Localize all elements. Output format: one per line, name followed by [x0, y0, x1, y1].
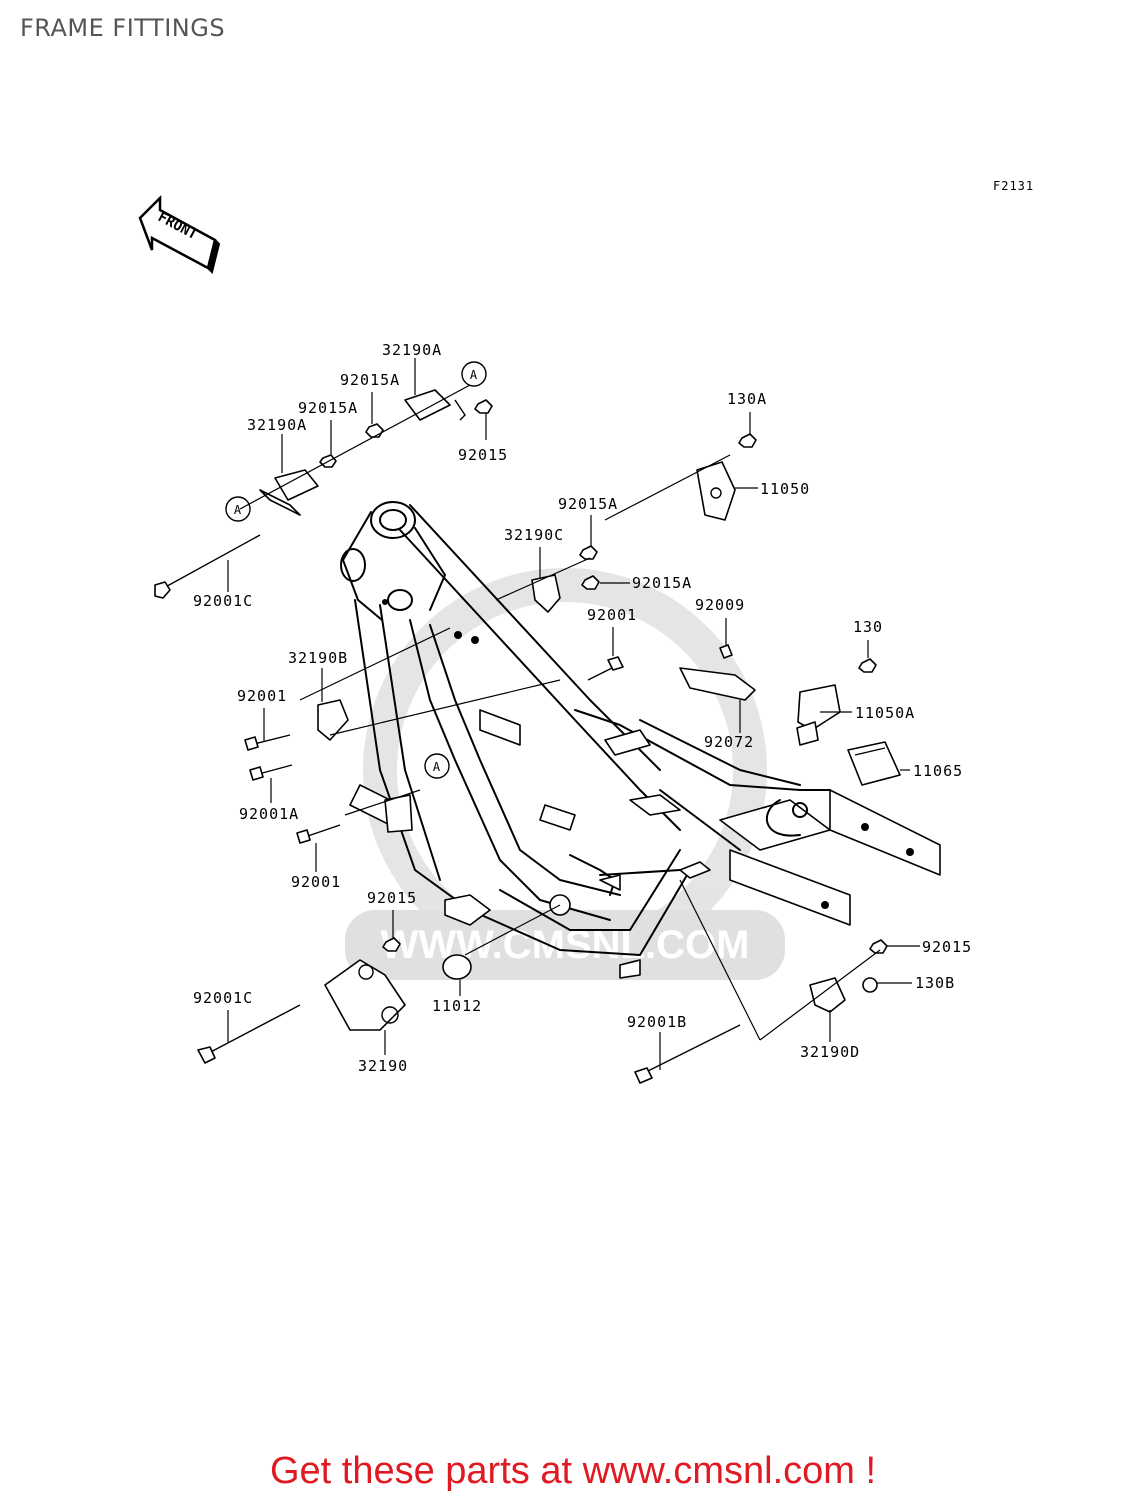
callout-92001b: 92001B — [627, 1013, 687, 1031]
ref-marker-a-2-label: A — [234, 503, 242, 517]
ref-marker-a-3 — [424, 753, 450, 779]
callout-92001-mid: 92001 — [587, 606, 637, 624]
ref-marker-a-3-label: A — [433, 760, 441, 774]
callout-92072: 92072 — [704, 733, 754, 751]
callout-92015-right: 92015 — [922, 938, 972, 956]
page-title: FRAME FITTINGS — [20, 14, 226, 42]
frame-outline — [340, 501, 941, 979]
callout-32190d: 32190D — [800, 1043, 860, 1061]
callout-32190a-left: 32190A — [247, 416, 307, 434]
ref-marker-a-2 — [225, 496, 251, 522]
callout-92001c-top: 92001C — [193, 592, 253, 610]
figure-code: F2131 — [993, 179, 1034, 193]
callout-92001-left: 92001 — [237, 687, 287, 705]
watermark-text: WWW.CMSNL.COM — [381, 923, 750, 967]
ref-marker-a-1-label: A — [470, 368, 478, 382]
ref-marker-a-1 — [461, 361, 487, 387]
callout-92015a-3: 92015A — [558, 495, 618, 513]
front-arrow-icon: FRONT — [138, 194, 221, 274]
leader-lines — [227, 358, 920, 1070]
callout-92001a: 92001A — [239, 805, 299, 823]
callout-130a: 130A — [727, 390, 767, 408]
callout-92015a-2: 92015A — [298, 399, 358, 417]
callout-11050a: 11050A — [855, 704, 915, 722]
callout-11065: 11065 — [913, 762, 963, 780]
callout-32190a-top: 32190A — [382, 341, 442, 359]
promo-link[interactable]: Get these parts at www.cmsnl.com ! — [269, 1450, 877, 1492]
callout-labels: 32190A 92015A 92015A 32190A 92015 130A 1… — [193, 341, 972, 1075]
callout-92015a-4: 92015A — [632, 574, 692, 592]
frame-fittings-diagram: WWW.CMSNL.COM F2131 FRONT — [138, 179, 1034, 1084]
callout-11012: 11012 — [432, 997, 482, 1015]
callout-130: 130 — [853, 618, 883, 636]
callout-32190: 32190 — [358, 1057, 408, 1075]
mounting-parts: A A A — [154, 361, 901, 1084]
callout-92015a-1: 92015A — [340, 371, 400, 389]
callout-32190b: 32190B — [288, 649, 348, 667]
callout-92009: 92009 — [695, 596, 745, 614]
callout-32190c: 32190C — [504, 526, 564, 544]
watermark: WWW.CMSNL.COM — [345, 568, 785, 980]
callout-92001c-low: 92001C — [193, 989, 253, 1007]
callout-130b: 130B — [915, 974, 955, 992]
callout-92015-top: 92015 — [458, 446, 508, 464]
callout-92001-low: 92001 — [291, 873, 341, 891]
callout-11050: 11050 — [760, 480, 810, 498]
callout-92015-low: 92015 — [367, 889, 417, 907]
